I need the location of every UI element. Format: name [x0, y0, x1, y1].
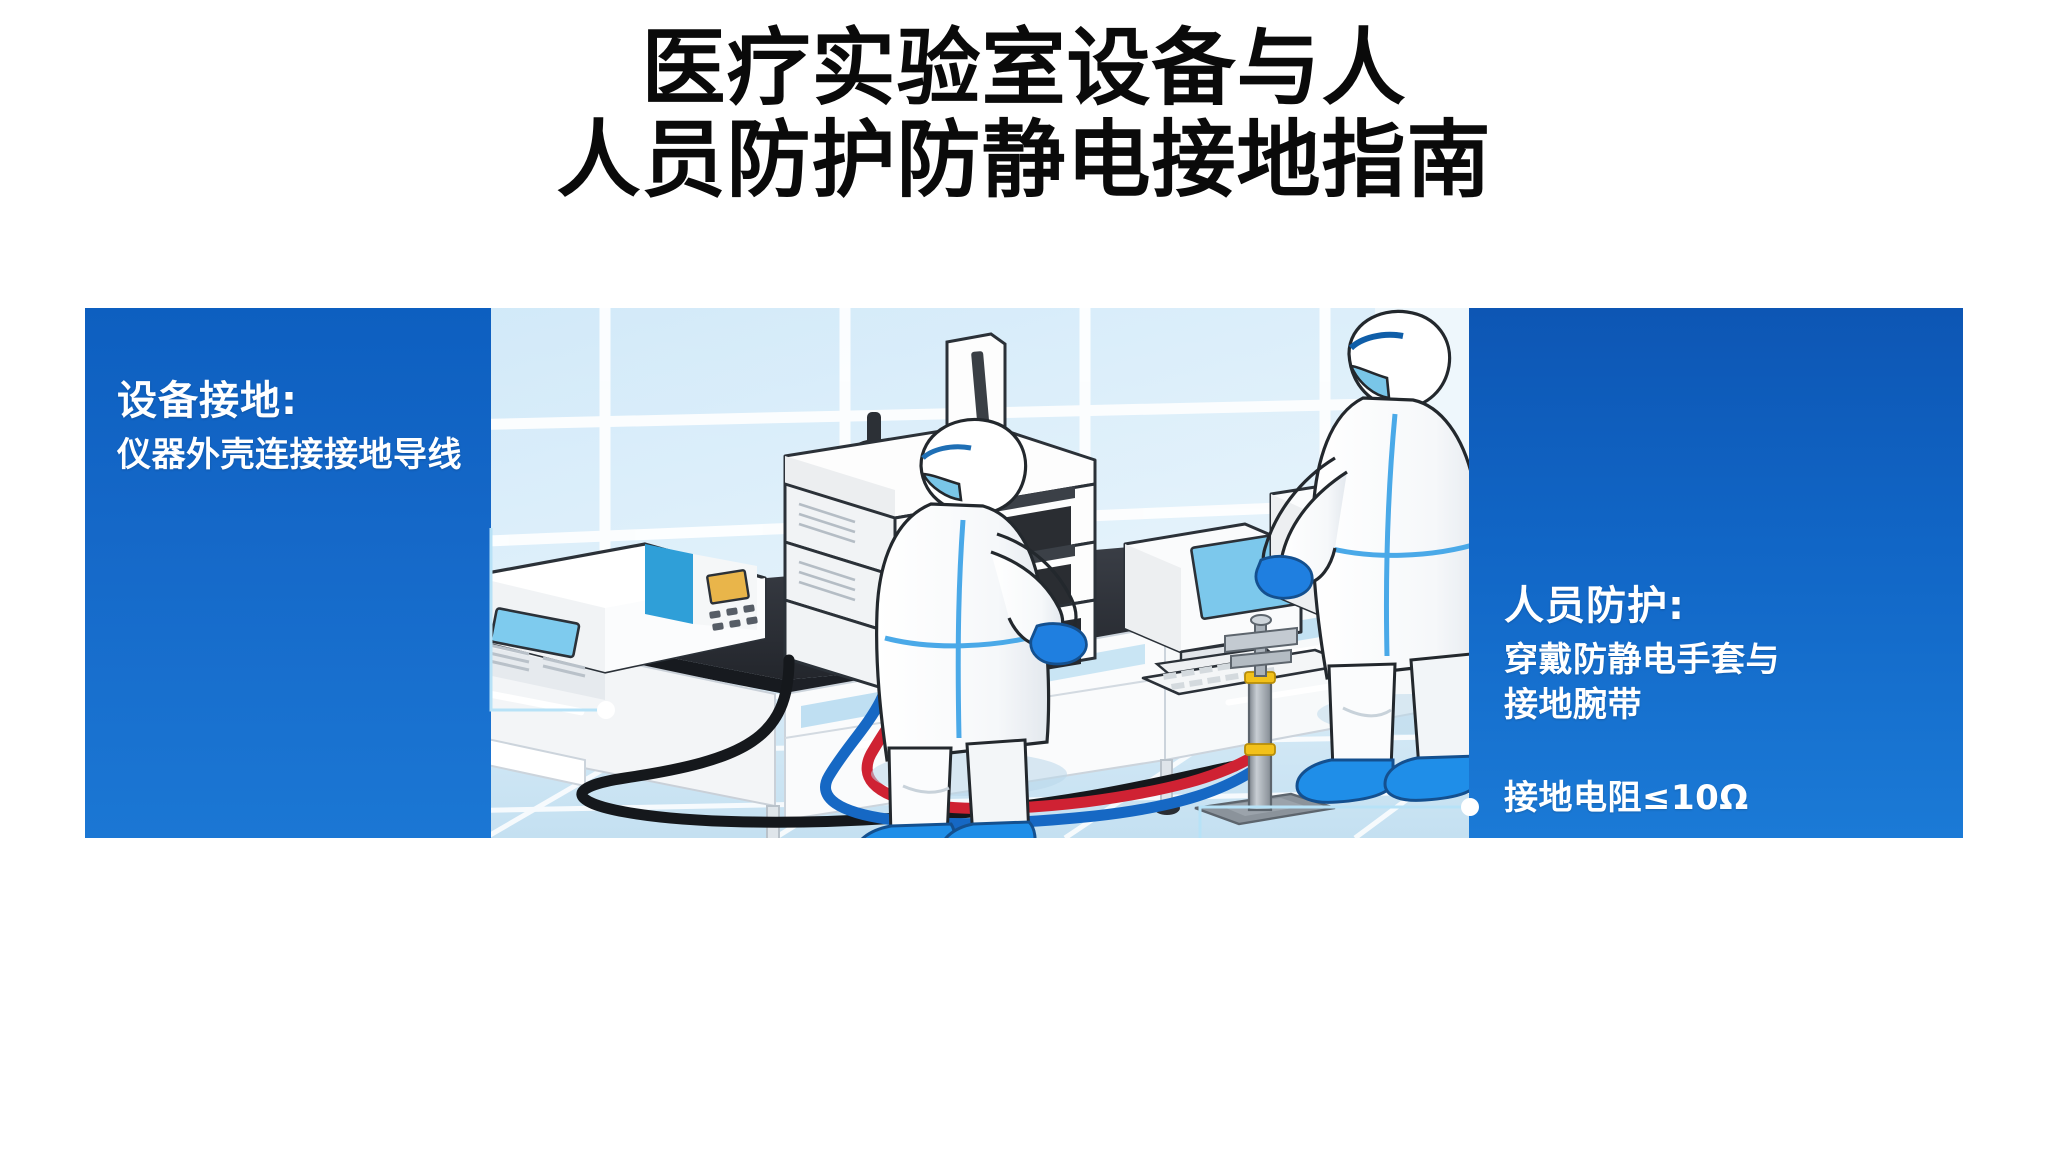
right-panel-body-line-1: 穿戴防静电手套与 [1504, 640, 1780, 681]
title-line-1: 医疗实验室设备与人 [641, 19, 1407, 117]
right-info-panel: 人员防护: 穿戴防静电手套与 接地腕带 接地电阻≤10Ω [1469, 308, 1963, 838]
page-title: 医疗实验室设备与人 人员防护防静电接地指南 [0, 19, 2048, 209]
technician-in-coverall-at-computer [1254, 309, 1501, 804]
grounding-resistance-note: 接地电阻≤10Ω [1504, 777, 1749, 818]
cable-blue [820, 646, 1257, 830]
right-panel-heading: 人员防护: [1504, 583, 1685, 629]
title-line-2: 人员防护防静电接地指南 [556, 110, 1492, 209]
front-worker-booties [861, 820, 1037, 838]
left-info-panel: 设备接地: 仪器外壳连接接地导线 [85, 308, 491, 838]
cable-black [576, 654, 1241, 828]
left-panel-heading: 设备接地: [117, 378, 298, 424]
right-panel-body-line-2: 接地腕带 [1504, 685, 1642, 726]
infographic-figure: 设备接地: 仪器外壳连接接地导线 人员防护: 穿戴防静电手套与 接地腕带 接地电… [85, 308, 1963, 838]
technician-in-coverall-front [871, 417, 1088, 838]
left-panel-body: 仪器外壳连接接地导线 [117, 435, 462, 476]
